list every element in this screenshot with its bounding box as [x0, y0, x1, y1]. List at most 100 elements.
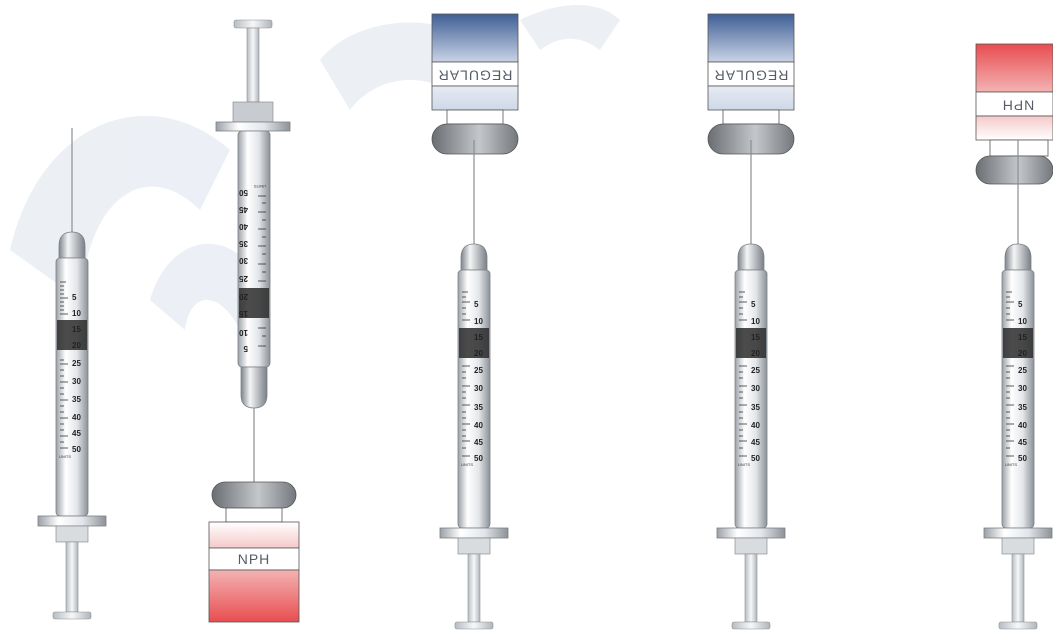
syringe-flange [38, 516, 106, 526]
syringe-cap [461, 244, 487, 270]
vial-label-text: REGULAR [438, 67, 513, 83]
svg-text:50: 50 [72, 445, 81, 454]
syringe-hub [233, 102, 273, 122]
svg-text:UNITS: UNITS [738, 462, 750, 467]
syringe-cap [738, 244, 764, 270]
svg-text:20: 20 [72, 341, 81, 350]
svg-text:5: 5 [72, 293, 77, 302]
syringe-hub [735, 538, 767, 554]
syringe-nph: 5 10 15 20 25 30 35 40 45 50 UNITS [984, 140, 1052, 629]
vial-body [209, 570, 299, 622]
svg-text:UNITS: UNITS [1005, 462, 1017, 467]
svg-text:15: 15 [751, 333, 760, 342]
vial-neck [990, 140, 1048, 156]
svg-text:50: 50 [474, 454, 483, 463]
vial-neck [226, 508, 282, 522]
syringe-flange [216, 122, 290, 131]
vial-regular-inverted-2: REGULAR [708, 14, 794, 154]
svg-text:45: 45 [72, 429, 81, 438]
syringe-hub [56, 526, 88, 542]
vial-label-text: NPH [238, 551, 271, 567]
svg-text:10: 10 [751, 317, 760, 326]
syringe-flange [984, 528, 1052, 538]
syringe-flange [717, 528, 785, 538]
svg-text:40: 40 [72, 413, 81, 422]
syringe-cap [1005, 244, 1031, 270]
svg-text:25: 25 [474, 366, 483, 375]
svg-text:30: 30 [751, 384, 760, 393]
svg-text:15: 15 [72, 325, 81, 334]
syringe-regular-1: 5 10 15 20 25 30 35 40 45 50 UNITS [440, 140, 508, 629]
svg-text:25: 25 [239, 274, 248, 283]
vial-band [432, 86, 518, 110]
vial-band [708, 86, 794, 110]
svg-text:35: 35 [1018, 403, 1027, 412]
vial-nph-inverted: NPH [976, 44, 1053, 184]
svg-text:UNITS: UNITS [59, 454, 71, 459]
svg-text:45: 45 [474, 438, 483, 447]
vial-neck [723, 110, 779, 124]
syringe-hub [458, 538, 490, 554]
svg-text:50: 50 [239, 188, 248, 197]
svg-text:20: 20 [751, 349, 760, 358]
plunger-thumb [999, 622, 1037, 629]
vial-stopper [212, 482, 296, 508]
svg-text:35: 35 [751, 403, 760, 412]
vial-nph-upright: NPH [209, 482, 299, 622]
svg-text:10: 10 [239, 328, 248, 337]
vial-neck [447, 110, 503, 124]
svg-text:30: 30 [1018, 384, 1027, 393]
svg-text:45: 45 [751, 438, 760, 447]
vial-stopper [976, 156, 1053, 184]
svg-text:40: 40 [474, 421, 483, 430]
svg-text:35: 35 [239, 239, 248, 248]
svg-text:15: 15 [1018, 333, 1027, 342]
vial-regular-inverted-1: REGULAR [432, 14, 518, 154]
svg-text:10: 10 [1018, 317, 1027, 326]
svg-text:25: 25 [751, 366, 760, 375]
vial-label-text: REGULAR [714, 67, 789, 83]
plunger-thumb [455, 622, 493, 629]
vial-band [976, 116, 1053, 140]
vial-stopper [432, 124, 518, 154]
svg-text:30: 30 [72, 377, 81, 386]
svg-text:20: 20 [1018, 349, 1027, 358]
watermark [10, 5, 620, 330]
vial-body [708, 14, 794, 62]
svg-text:15: 15 [239, 309, 248, 318]
svg-text:25: 25 [72, 359, 81, 368]
vial-label-text: NPH [1002, 97, 1035, 113]
plunger-rod [1012, 554, 1024, 622]
svg-text:20: 20 [474, 349, 483, 358]
svg-text:40: 40 [751, 421, 760, 430]
svg-text:5: 5 [243, 344, 248, 353]
plunger-rod [66, 542, 78, 612]
vial-body [432, 14, 518, 62]
svg-text:35: 35 [72, 395, 81, 404]
svg-text:UNITS: UNITS [254, 184, 266, 189]
svg-text:30: 30 [474, 384, 483, 393]
syringe-cap [59, 232, 85, 258]
plunger-thumb [732, 622, 770, 629]
syringe-regular-2: 5 10 15 20 25 30 35 40 45 50 UNITS [717, 140, 785, 629]
svg-text:40: 40 [1018, 421, 1027, 430]
vial-body [976, 44, 1053, 92]
plunger-rod [745, 554, 757, 622]
vial-band [209, 522, 299, 548]
svg-text:5: 5 [751, 300, 756, 309]
svg-text:10: 10 [72, 309, 81, 318]
svg-text:50: 50 [751, 454, 760, 463]
svg-text:45: 45 [1018, 438, 1027, 447]
plunger-thumb [234, 20, 272, 28]
svg-text:20: 20 [239, 292, 248, 301]
syringe-hub [1002, 538, 1034, 554]
plunger-rod [468, 554, 480, 622]
svg-text:40: 40 [239, 222, 248, 231]
svg-text:50: 50 [1018, 454, 1027, 463]
svg-text:15: 15 [474, 333, 483, 342]
syringe-flange [440, 528, 508, 538]
svg-text:UNITS: UNITS [461, 462, 473, 467]
plunger-rod [247, 28, 259, 102]
svg-text:30: 30 [239, 256, 248, 265]
svg-text:5: 5 [474, 300, 479, 309]
